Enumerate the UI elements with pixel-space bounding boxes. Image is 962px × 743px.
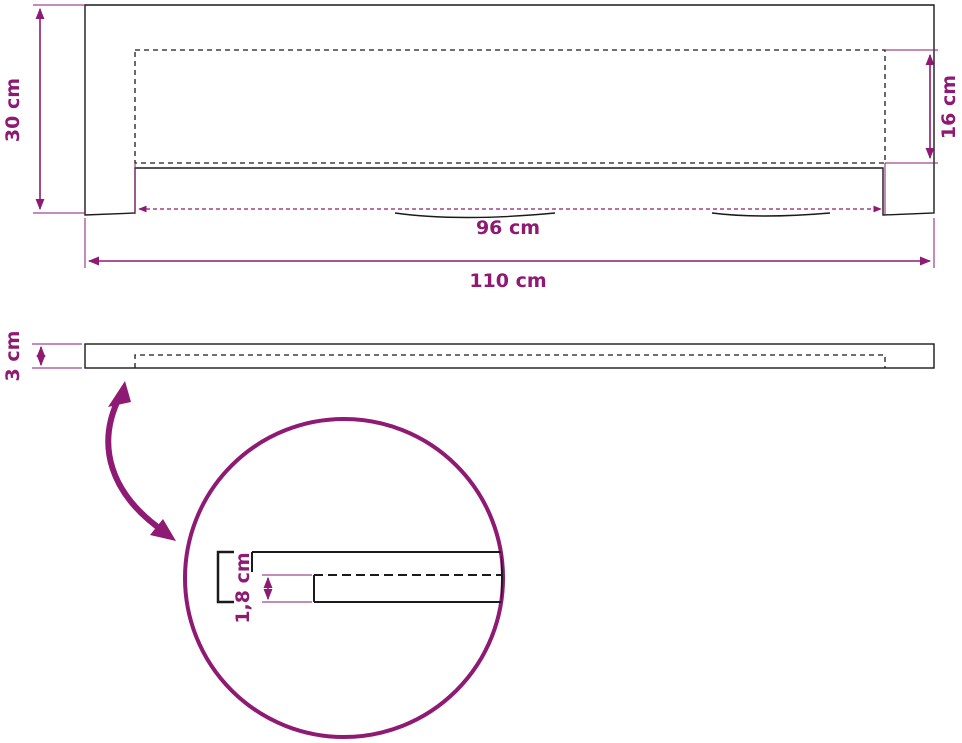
label-width-total: 110 cm (469, 270, 546, 292)
detail-circle-icon: 1,8 cm (183, 417, 505, 739)
dimension-groove-depth: 1,8 cm (232, 552, 312, 624)
detail-section (251, 551, 503, 603)
label-height-inner: 16 cm (938, 75, 960, 139)
label-width-inner: 96 cm (476, 217, 540, 239)
label-height-total: 30 cm (2, 78, 24, 142)
side-view-outline (84, 343, 935, 369)
side-view (84, 343, 935, 369)
label-thickness: 3 cm (2, 331, 24, 382)
side-view-groove-dashed (134, 354, 886, 368)
dimension-height-inner: 16 cm (885, 49, 960, 164)
bottom-notch-right (711, 212, 831, 217)
dimension-width-total: 110 cm (84, 218, 935, 292)
top-view-outline (84, 4, 935, 216)
bottom-notch-left (394, 212, 556, 219)
dimension-thickness: 3 cm (2, 331, 82, 382)
curved-arrow-icon (105, 381, 176, 541)
detail-bracket (216, 550, 234, 604)
dimension-height-total: 30 cm (2, 4, 85, 214)
dimension-width-inner: 96 cm (134, 163, 886, 239)
top-view (84, 4, 935, 219)
label-groove-depth: 1,8 cm (232, 552, 254, 623)
inner-groove-dashed (134, 49, 886, 164)
